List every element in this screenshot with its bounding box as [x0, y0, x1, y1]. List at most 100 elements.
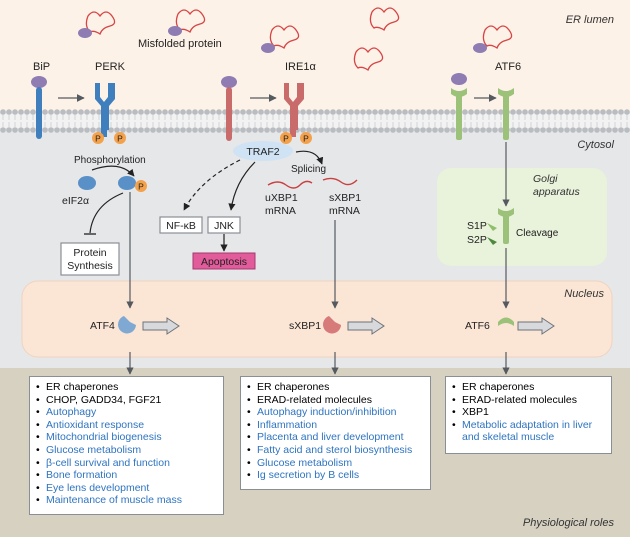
er-membrane	[0, 109, 630, 133]
atf6-roles-box: ER chaperonesERAD-related moleculesXBP1M…	[445, 376, 612, 454]
role-item: Autophagy induction/inhibition	[247, 406, 424, 419]
eif2a-phosphorylated	[118, 176, 136, 190]
traf2-adaptor	[233, 141, 293, 161]
sxbp1-mrna-label-line1: sXBP1	[329, 192, 361, 204]
perk-label: PERK	[95, 61, 126, 73]
role-item: Ig secretion by B cells	[247, 469, 424, 482]
golgi-label-line2: apparatus	[533, 186, 580, 198]
atf6-golgi	[498, 208, 514, 244]
role-item: Maintenance of muscle mass	[36, 494, 217, 507]
s1p-protease-icon	[487, 223, 497, 231]
role-item: Fatty acid and sterol biosynthesis	[247, 444, 424, 457]
role-item: ER chaperones	[36, 381, 217, 394]
sxbp1-nuclear-label: sXBP1	[289, 320, 321, 332]
ire1-phospho-sites: P P	[280, 132, 312, 144]
protein-synthesis-line2: Synthesis	[67, 260, 113, 272]
golgi-region	[437, 168, 607, 266]
phosphorylation-label: Phosphorylation	[74, 155, 146, 166]
eif2a-label: eIF2α	[62, 195, 89, 207]
role-item: ER chaperones	[247, 381, 424, 394]
traf2-label: TRAF2	[246, 146, 279, 158]
svg-text:P: P	[117, 134, 123, 144]
jnk-box	[207, 216, 241, 234]
role-item: ER chaperones	[452, 381, 605, 394]
nfkb-label: NF-κB	[166, 220, 196, 232]
role-item: Eye lens development	[36, 482, 217, 495]
protein-synthesis-box	[60, 242, 120, 276]
svg-text:P: P	[138, 182, 144, 192]
uxbp1-label-line2: mRNA	[265, 205, 296, 217]
eif2a-phospho-site	[135, 180, 147, 192]
atf6-nuclear-label: ATF6	[465, 320, 490, 332]
protein-synthesis-line1: Protein	[73, 247, 106, 259]
jnk-label: JNK	[214, 220, 234, 232]
role-item: ERAD-related molecules	[247, 394, 424, 407]
s2p-protease-icon	[487, 237, 497, 245]
nfkb-box	[159, 216, 203, 234]
s2p-label: S2P	[467, 234, 487, 246]
perk-roles-list: ER chaperonesCHOP, GADD34, FGF21Autophag…	[36, 381, 217, 507]
apoptosis-label: Apoptosis	[201, 256, 247, 268]
bip-label: BiP	[33, 61, 50, 73]
role-item: CHOP, GADD34, FGF21	[36, 394, 217, 407]
role-item: Autophagy	[36, 406, 217, 419]
atf6-receptor	[498, 88, 514, 140]
nfkb-activation-arrow	[183, 159, 241, 211]
eif2a-unphosphorylated	[78, 176, 96, 190]
golgi-label-line1: Golgi	[533, 173, 558, 185]
svg-text:P: P	[303, 134, 309, 144]
ire1a-label: IRE1α	[285, 61, 316, 73]
sxbp1-mrna-label-line2: mRNA	[329, 205, 360, 217]
cleavage-label: Cleavage	[516, 228, 559, 239]
ire1-roles-list: ER chaperonesERAD-related moleculesAutop…	[247, 381, 424, 482]
ire1-receptor	[221, 76, 237, 141]
apoptosis-box	[192, 252, 256, 270]
role-item: Inflammation	[247, 419, 424, 432]
ire1-dimer	[284, 83, 304, 137]
role-item: Antioxidant response	[36, 419, 217, 432]
atf4-nuclear-label: ATF4	[90, 320, 115, 332]
s1p-label: S1P	[467, 220, 487, 232]
role-item: Metabolic adaptation in liver	[452, 419, 605, 432]
role-item: XBP1	[452, 406, 605, 419]
atf6-roles-list: ER chaperonesERAD-related moleculesXBP1M…	[452, 381, 605, 444]
splicing-label: Splicing	[291, 164, 326, 175]
er-lumen-label: ER lumen	[566, 14, 614, 26]
nucleus-region	[21, 280, 613, 358]
eif2a-inhibition-line	[89, 192, 124, 234]
role-item: ERAD-related molecules	[452, 394, 605, 407]
role-item: Placenta and liver development	[247, 431, 424, 444]
ire1-roles-box: ER chaperonesERAD-related moleculesAutop…	[240, 376, 431, 490]
nucleus-label: Nucleus	[564, 288, 604, 300]
atf4-factor	[118, 316, 180, 335]
uxbp1-mrna-strand	[267, 180, 313, 189]
role-item: Glucose metabolism	[36, 444, 217, 457]
cytosol-label: Cytosol	[577, 139, 614, 151]
jnk-activation-arrow	[228, 161, 256, 211]
atf6-bip-bound	[451, 73, 467, 140]
svg-text:P: P	[95, 134, 101, 144]
physiological-roles-label: Physiological roles	[523, 517, 615, 529]
role-item: Bone formation	[36, 469, 217, 482]
sxbp1-mrna-strand	[322, 177, 358, 186]
perk-receptor	[95, 83, 115, 137]
bip-bound-caps	[78, 26, 487, 53]
phosphorylation-arrow	[91, 165, 135, 177]
role-item: and skeletal muscle	[462, 431, 555, 444]
sxbp1-factor	[323, 316, 385, 335]
perk-phospho-sites: P P	[92, 132, 126, 144]
er-lumen-region	[0, 0, 630, 112]
role-item: β-cell survival and function	[36, 457, 217, 470]
splicing-arrow	[295, 150, 324, 165]
role-item: Glucose metabolism	[247, 457, 424, 470]
uxbp1-label-line1: uXBP1	[265, 192, 298, 204]
svg-text:P: P	[283, 134, 289, 144]
misfolded-protein-label: Misfolded protein	[138, 38, 222, 50]
atf6-label: ATF6	[495, 61, 521, 73]
bip-protein	[31, 76, 47, 139]
perk-roles-box: ER chaperonesCHOP, GADD34, FGF21Autophag…	[29, 376, 224, 515]
role-item: Mitochondrial biogenesis	[36, 431, 217, 444]
atf6-factor	[498, 317, 555, 335]
